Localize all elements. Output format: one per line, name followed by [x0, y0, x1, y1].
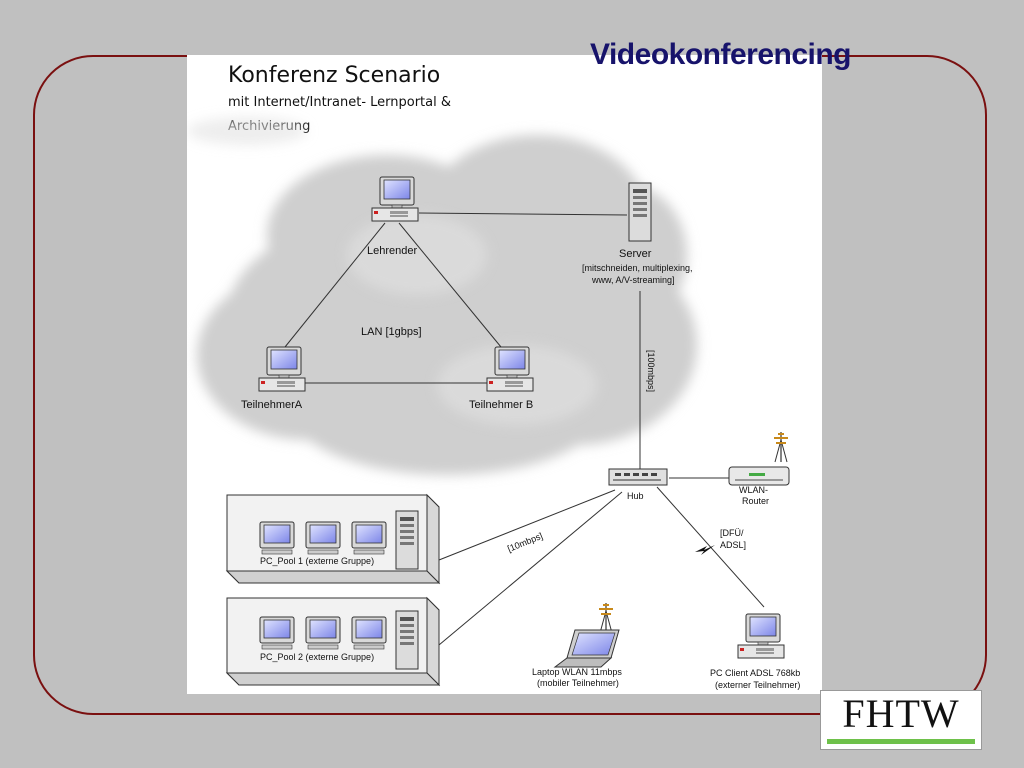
teilnehmerA-label: TeilnehmerA — [241, 399, 303, 411]
link-lehrender-teilnehmerB — [398, 222, 502, 348]
laptop-antenna-icon — [598, 602, 614, 634]
lightning-icon — [695, 545, 715, 555]
pc-pool-2[interactable] — [225, 596, 441, 687]
pc-pool-1[interactable] — [225, 493, 441, 585]
link-lehrender-server — [418, 212, 628, 216]
server-hub-link-label: [100mbps] — [646, 350, 656, 392]
fhtw-logo: FHTW — [820, 690, 982, 750]
server-label: Server — [619, 248, 652, 260]
lan-link-label: LAN [1gbps] — [361, 326, 422, 338]
link-hub-pcclient — [656, 486, 765, 608]
pc-client-label-line1: PC Client ADSL 768kb — [710, 668, 800, 678]
pc-client-label-line2: (externer Teilnehmer) — [715, 680, 800, 690]
wlan-router-device[interactable] — [728, 466, 790, 486]
diagram-panel: Konferenz Scenario mit Internet/Intranet… — [187, 55, 822, 694]
wlan-router-label-line2: Router — [742, 496, 769, 506]
pc-client-computer[interactable] — [737, 613, 785, 659]
link-lehrender-teilnehmerA — [284, 222, 386, 348]
slide-title: Videokonferencing — [590, 38, 852, 71]
laptop-device[interactable] — [553, 629, 620, 668]
fhtw-logo-text: FHTW — [842, 691, 960, 736]
server-desc-line2: www, A/V-streaming] — [591, 275, 675, 285]
link-hub-pool1 — [438, 489, 616, 561]
server-desc-line1: [mitschneiden, multiplexing, — [582, 263, 693, 273]
pool-hub-link-label: [10mbps] — [506, 531, 544, 554]
wlan-router-label-line1: WLAN- — [739, 485, 768, 495]
server-tower[interactable] — [628, 182, 652, 242]
lehrender-label: Lehrender — [367, 245, 417, 257]
link-hub-pool2 — [432, 491, 623, 651]
diagram-title: Konferenz Scenario — [228, 63, 441, 88]
hub-device[interactable] — [608, 468, 668, 486]
dfu-link-label-line2: ADSL] — [720, 540, 746, 550]
hub-label: Hub — [627, 491, 644, 501]
pc-pool-1-label: PC_Pool 1 (externe Gruppe) — [260, 556, 374, 566]
diagram-subtitle-line1: mit Internet/Intranet- Lernportal & — [228, 95, 452, 110]
dfu-link-label-line1: [DFÜ/ — [720, 528, 744, 538]
laptop-label-line2: (mobiler Teilnehmer) — [537, 678, 619, 688]
fhtw-logo-bar — [827, 739, 975, 744]
lan-cloud — [197, 135, 697, 475]
pc-pool-2-label: PC_Pool 2 (externe Gruppe) — [260, 652, 374, 662]
teilnehmerB-label: Teilnehmer B — [469, 399, 533, 411]
antenna-icon — [773, 431, 789, 463]
network-diagram: Lehrender Server [mitschneiden, multiple… — [187, 117, 800, 690]
laptop-label-line1: Laptop WLAN 11mbps — [532, 667, 622, 677]
